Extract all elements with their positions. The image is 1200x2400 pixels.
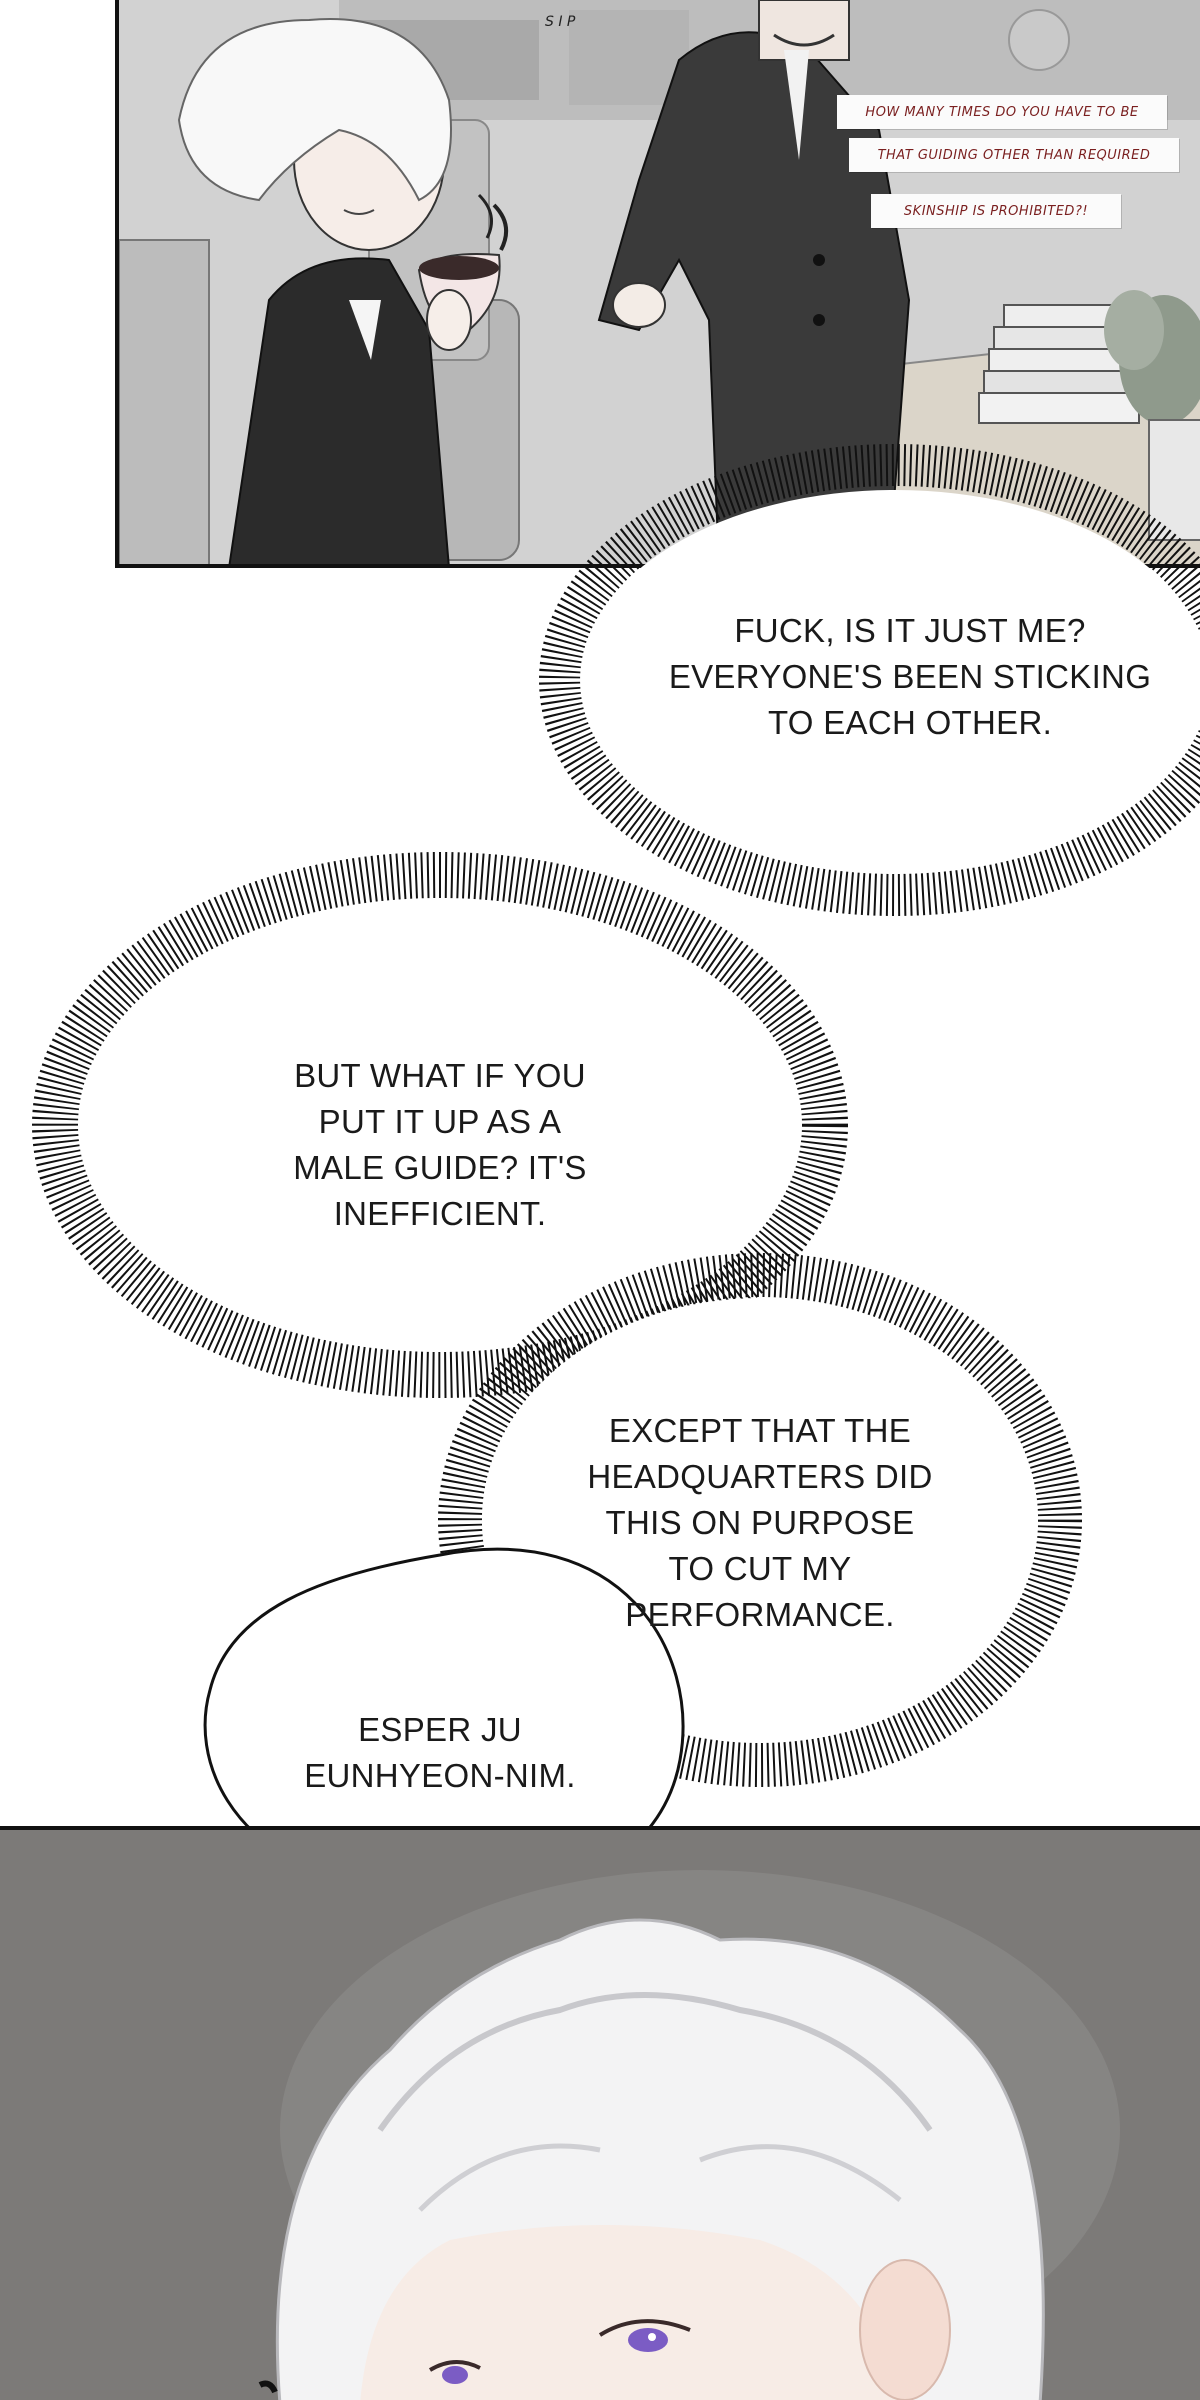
sip-sound-effect: S I P <box>545 14 576 30</box>
sign-text-2: that guiding other than required <box>849 138 1179 172</box>
white-haired-character-closeup <box>0 1830 1200 2400</box>
office-scene-illustration <box>119 0 1200 564</box>
sign-text-1: How many times do you have to be <box>837 95 1167 129</box>
spiky-thought-bubble-2 <box>32 852 848 1398</box>
top-panel-office-scene: How many times do you have to be that gu… <box>115 0 1200 568</box>
bottom-panel-closeup <box>0 1826 1200 2400</box>
spiky-thought-bubble-3 <box>438 1253 1082 1787</box>
thought-text-1: FUCK, IS IT JUST ME? EVERYONE'S BEEN STI… <box>668 612 1152 741</box>
sign-text-3: skinship is prohibited?! <box>871 194 1121 228</box>
thought-text-3: EXCEPT THAT THE HEADQUARTERS DID THIS ON… <box>587 1412 933 1633</box>
thought-text-2: BUT WHAT IF YOU PUT IT UP AS A MALE GUID… <box>293 1057 587 1232</box>
speech-text-4: ESPER JU EUNHYEON-NIM. <box>304 1711 576 1794</box>
